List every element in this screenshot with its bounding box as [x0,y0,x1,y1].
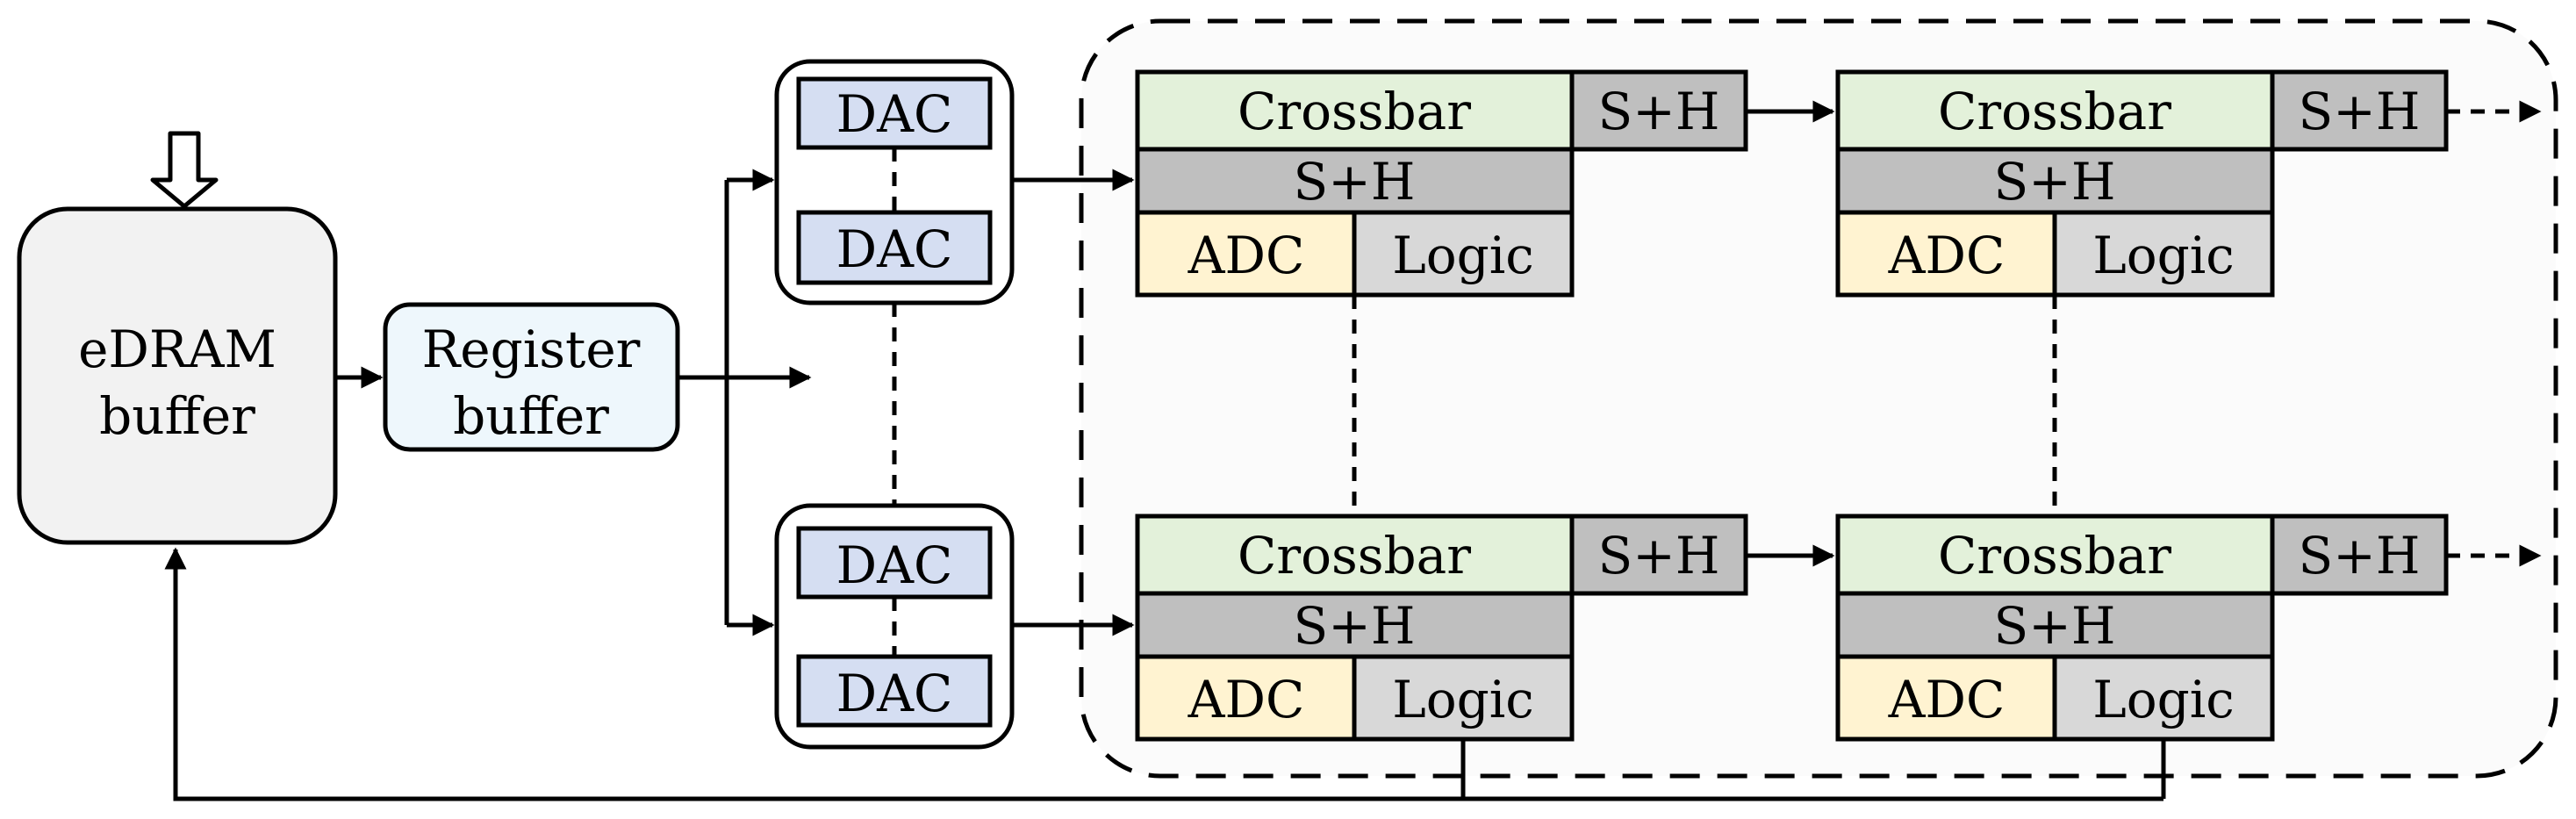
register-buffer: Register buffer [383,302,680,452]
logic-label: Logic [1392,670,1534,729]
crossbar-unit-bottom-right: Crossbar S+H S+H ADC Logic [1835,514,2449,742]
logic-label: Logic [1392,226,1534,285]
adc-label: ADC [1888,226,2006,285]
dac-label: DAC [836,535,953,595]
sh-label: S+H [1294,152,1416,212]
sh-label: S+H [1294,596,1416,656]
dac-label: DAC [836,84,953,144]
logic-label: Logic [2092,670,2235,729]
edram-label-line2: buffer [99,386,255,446]
register-label-line1: Register [422,320,641,379]
input-arrow-icon [150,131,219,209]
crossbar-unit-bottom-left: Crossbar S+H S+H ADC Logic [1135,514,1748,742]
logic-label: Logic [2092,226,2235,285]
dac-label: DAC [836,219,953,279]
sh-label: S+H [1598,526,1720,586]
sh-label: S+H [1994,152,2116,212]
feedback-to-edram-arrow [164,547,2163,801]
sh-label: S+H [2299,526,2421,586]
crossbar-label: Crossbar [1238,526,1471,586]
sh-label: S+H [1598,82,1720,141]
adc-label: ADC [1188,670,1305,729]
register-label-line2: buffer [453,386,609,446]
crossbar-label: Crossbar [1938,82,2171,141]
adc-label: ADC [1888,670,2006,729]
crossbar-unit-top-left: Crossbar S+H S+H ADC Logic [1135,69,1748,298]
sh-label: S+H [2299,82,2421,141]
dac-group-top: DAC DAC [774,59,1015,305]
sh-label: S+H [1994,596,2116,656]
dac-label: DAC [836,664,953,723]
dac-group-bottom: DAC DAC [774,503,1015,750]
crossbar-label: Crossbar [1938,526,2171,586]
edram-label-line1: eDRAM [78,320,276,379]
edram-buffer: eDRAM buffer [17,206,338,545]
crossbar-label: Crossbar [1238,82,1471,141]
crossbar-unit-top-right: Crossbar S+H S+H ADC Logic [1835,69,2449,298]
adc-label: ADC [1188,226,1305,285]
